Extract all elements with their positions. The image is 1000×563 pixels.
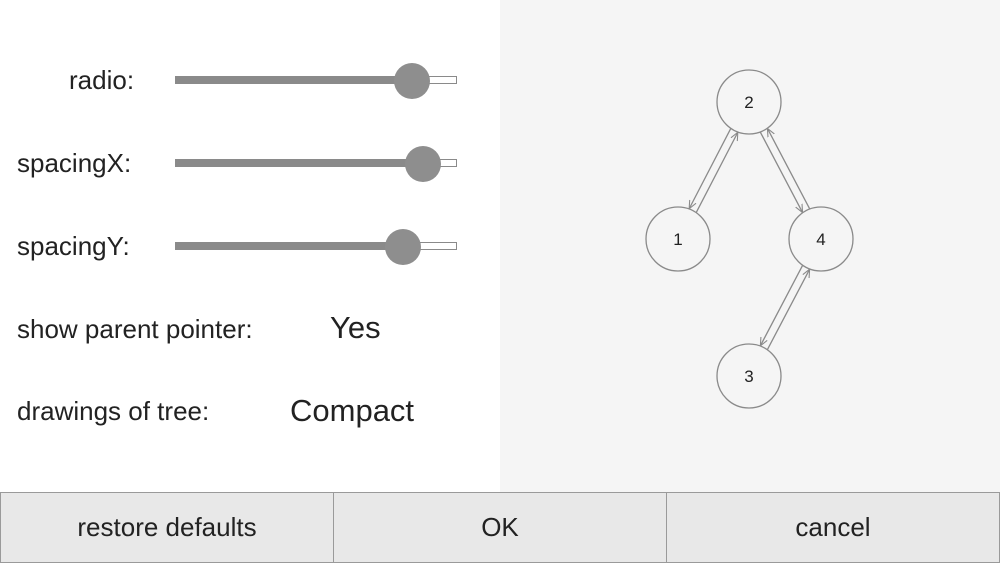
tree-node-label: 3 bbox=[744, 367, 753, 386]
edge-child-pointer bbox=[759, 131, 802, 212]
tree-node-3: 3 bbox=[716, 343, 782, 409]
spacingy-label: spacingY: bbox=[17, 231, 130, 261]
show-parent-pointer-label: show parent pointer: bbox=[17, 314, 253, 344]
tree-node-1: 1 bbox=[645, 206, 711, 272]
tree-nodes: 2 1 4 3 bbox=[645, 69, 854, 409]
edge-parent-pointer bbox=[766, 269, 809, 350]
tree-node-label: 4 bbox=[816, 230, 825, 249]
spacingx-slider-thumb[interactable] bbox=[405, 146, 441, 182]
restore-defaults-button[interactable]: restore defaults bbox=[0, 492, 334, 563]
spacingx-slider[interactable] bbox=[175, 144, 457, 184]
tree-node-4: 4 bbox=[788, 206, 854, 272]
cancel-button[interactable]: cancel bbox=[666, 492, 1000, 563]
tree-preview: 2 1 4 3 bbox=[645, 69, 854, 409]
drawings-of-tree-label: drawings of tree: bbox=[17, 396, 210, 426]
edge-parent-pointer bbox=[695, 132, 738, 213]
spacingy-slider-fill bbox=[175, 242, 403, 250]
show-parent-pointer-toggle[interactable]: Yes bbox=[330, 310, 381, 345]
button-bar: restore defaults OK cancel bbox=[0, 492, 1000, 563]
edge-child-pointer bbox=[760, 265, 804, 345]
ok-button[interactable]: OK bbox=[333, 492, 667, 563]
tree-node-label: 2 bbox=[744, 93, 753, 112]
edge-parent-pointer bbox=[767, 128, 811, 210]
radio-slider[interactable] bbox=[175, 61, 457, 101]
spacingx-slider-fill bbox=[175, 159, 423, 167]
tree-node-circle bbox=[788, 206, 854, 272]
drawings-of-tree-toggle[interactable]: Compact bbox=[290, 393, 415, 428]
settings-panel: radio: spacingX: spacingY: show parent p… bbox=[0, 0, 500, 492]
spacingx-label: spacingX: bbox=[17, 148, 132, 178]
tree-node-circle bbox=[716, 69, 782, 135]
radio-slider-fill bbox=[175, 76, 412, 84]
spacingy-slider[interactable] bbox=[175, 227, 457, 267]
tree-node-label: 1 bbox=[673, 230, 682, 249]
tree-edges bbox=[689, 128, 811, 350]
radio-label: radio: bbox=[69, 65, 135, 95]
tree-node-2: 2 bbox=[716, 69, 782, 135]
radio-slider-thumb[interactable] bbox=[394, 63, 430, 99]
edge-child-pointer bbox=[689, 128, 732, 209]
tree-node-circle bbox=[645, 206, 711, 272]
tree-node-circle bbox=[716, 343, 782, 409]
tree-preview-panel: 2 1 4 3 bbox=[500, 0, 1000, 492]
spacingy-slider-thumb[interactable] bbox=[385, 229, 421, 265]
